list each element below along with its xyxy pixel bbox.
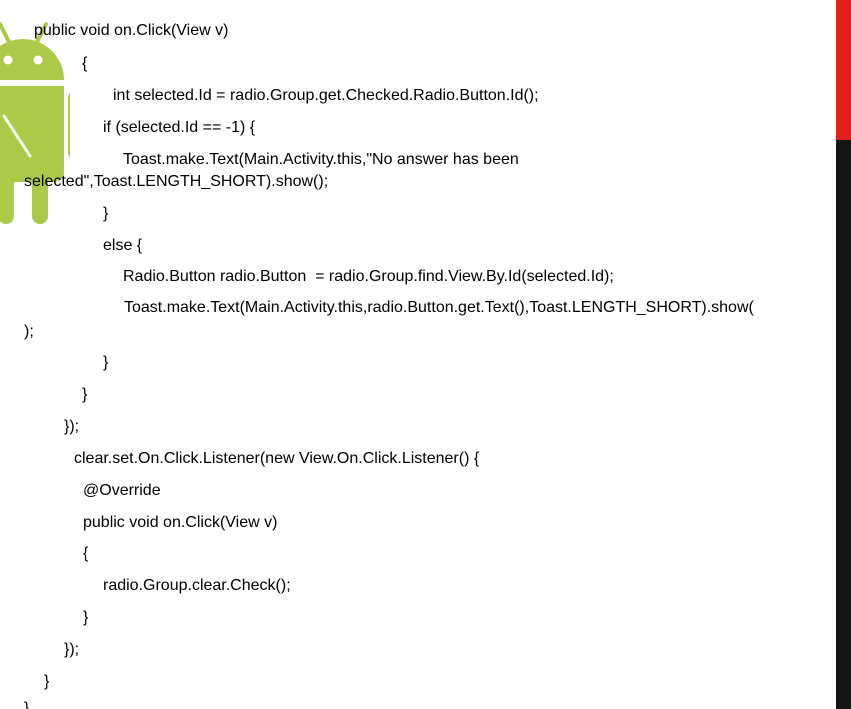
- code-line-9: Radio.Button radio.Button = radio.Group.…: [123, 268, 614, 285]
- code-line-5: Toast.make.Text(Main.Activity.this,"No a…: [123, 151, 519, 168]
- code-line-7: }: [103, 205, 109, 222]
- code-line-23: }: [24, 700, 30, 709]
- code-line-12: }: [103, 354, 109, 371]
- code-line-3: int selected.Id = radio.Group.get.Checke…: [113, 87, 539, 104]
- code-line-21: });: [64, 641, 80, 658]
- code-line-20: }: [83, 609, 89, 626]
- code-line-16: @Override: [83, 482, 161, 499]
- right-accent-red-segment: [836, 0, 851, 140]
- code-line-22: }: [44, 673, 50, 690]
- code-line-2: {: [82, 55, 88, 72]
- code-line-8: else {: [103, 237, 143, 254]
- code-line-15: clear.set.On.Click.Listener(new View.On.…: [74, 450, 480, 467]
- code-line-6: selected",Toast.LENGTH_SHORT).show();: [24, 173, 329, 190]
- code-line-18: {: [83, 545, 89, 562]
- android-robot-icon: [0, 22, 70, 224]
- code-line-13: }: [82, 386, 88, 403]
- code-line-4: if (selected.Id == -1) {: [103, 119, 256, 136]
- code-line-11: );: [24, 323, 34, 340]
- code-line-10: Toast.make.Text(Main.Activity.this,radio…: [124, 299, 754, 316]
- code-line-17: public void on.Click(View v): [83, 514, 278, 531]
- code-line-1: public void on.Click(View v): [34, 22, 229, 39]
- right-accent-bar: [836, 0, 851, 709]
- code-line-14: });: [64, 418, 80, 435]
- code-line-19: radio.Group.clear.Check();: [103, 577, 291, 594]
